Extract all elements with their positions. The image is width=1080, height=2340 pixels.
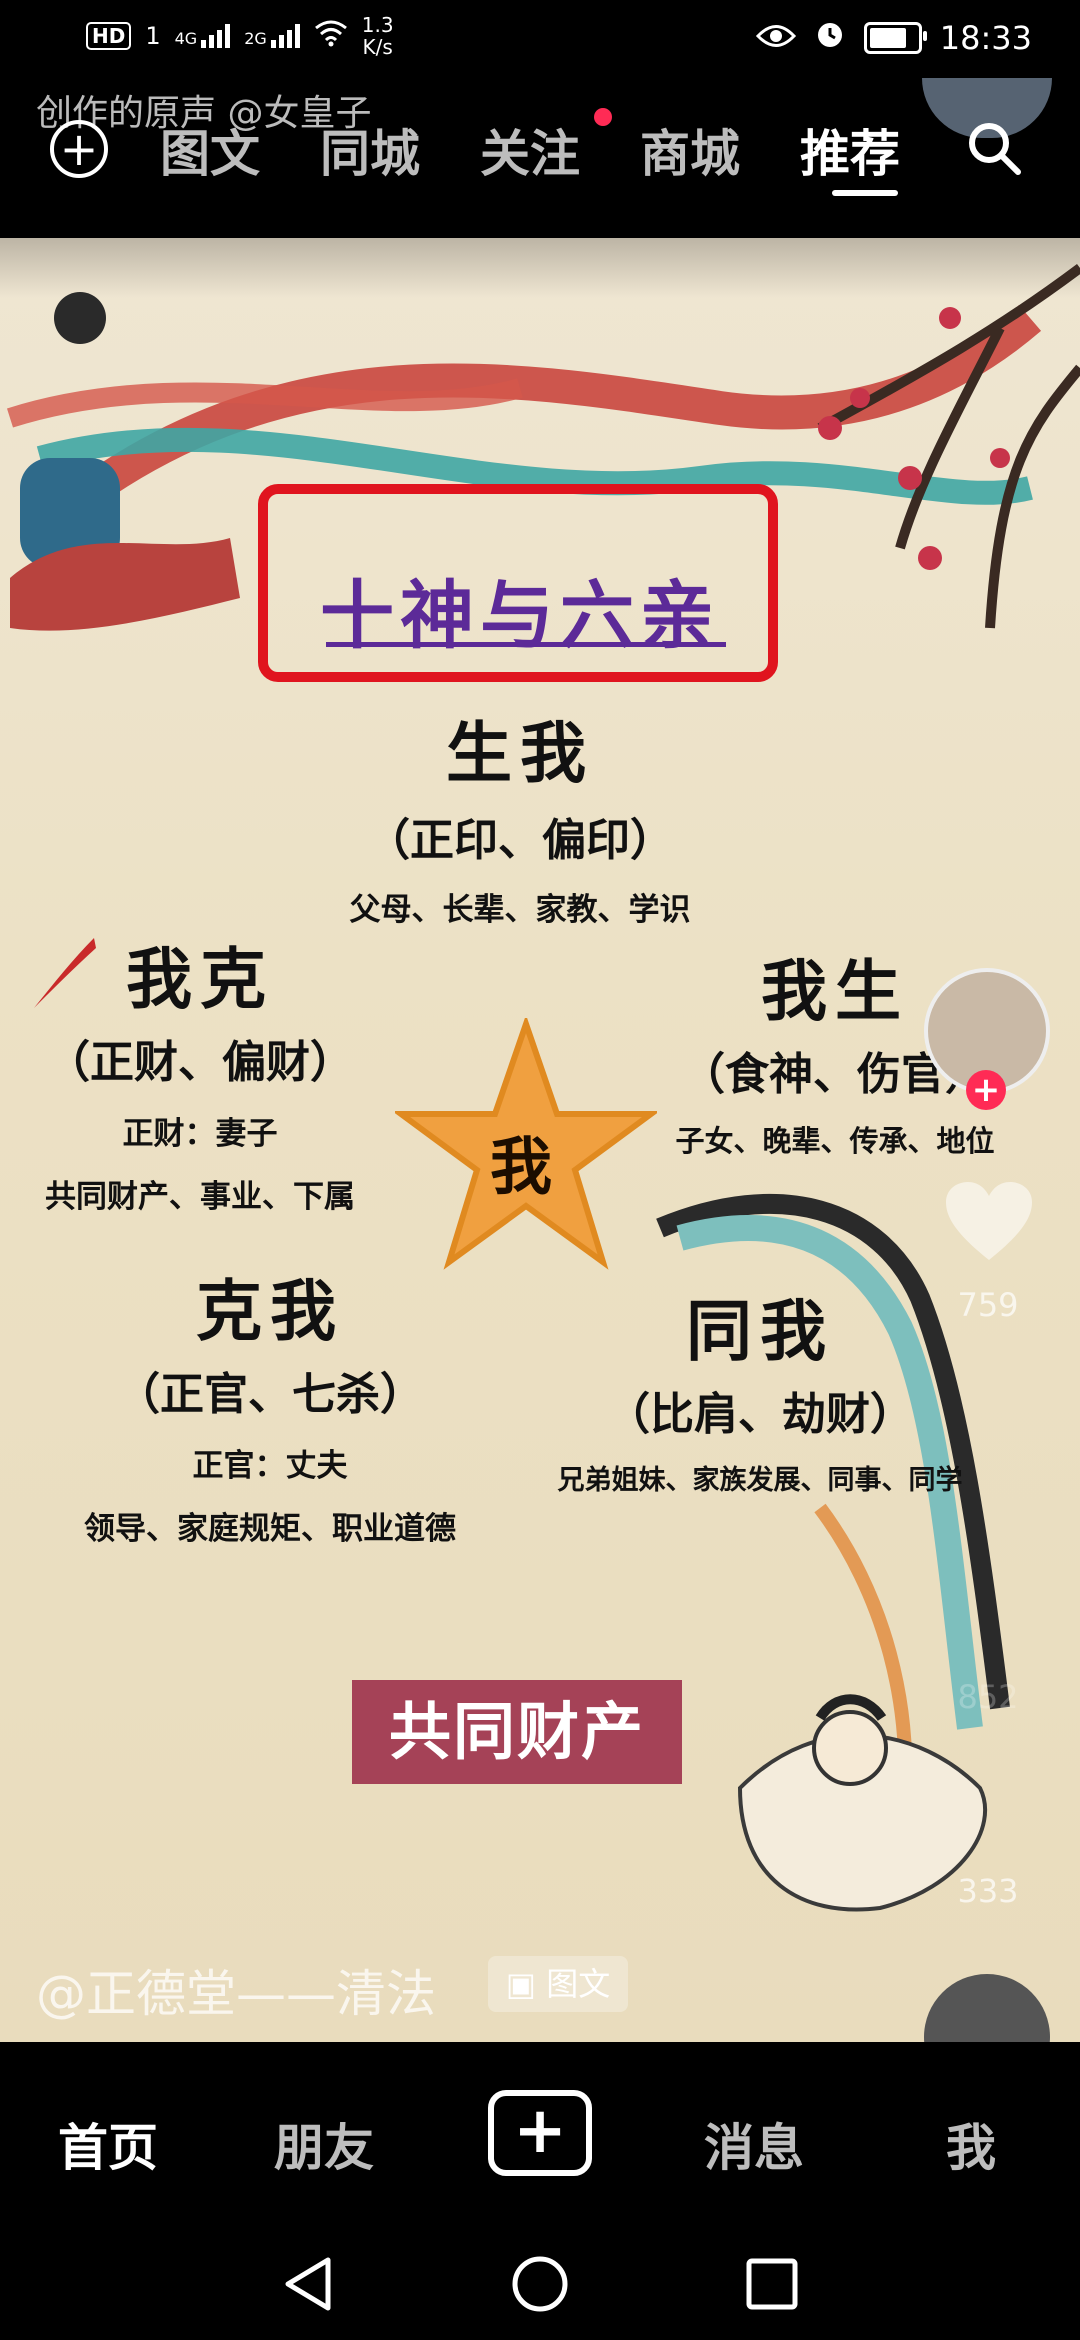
block-relations: 子女、晚辈、传承、地位 — [675, 1124, 995, 1158]
plum-blossom-branch — [817, 263, 1080, 629]
post-image[interactable]: 十神与六亲 生我 （正印、偏印） 父母、长辈、家教、学识 我克 （正财、偏财） … — [0, 238, 1080, 2042]
share-count: 333 — [957, 1872, 1019, 1910]
add-post-icon[interactable]: + — [50, 120, 108, 178]
comment-count: 852 — [957, 1678, 1019, 1716]
battery-icon — [863, 22, 927, 54]
hd-badge: HD — [86, 22, 132, 50]
sim-slot: 1 — [145, 22, 161, 50]
dancer-illustration — [656, 1193, 1010, 1912]
like-heart-icon[interactable] — [944, 1180, 1034, 1264]
block-line1: 正财：妻子 — [122, 1116, 278, 1152]
bottom-nav: 首页 朋友 + 消息 我 — [0, 2042, 1080, 2232]
tab-recommended[interactable]: 推荐 — [800, 125, 900, 183]
alarm-icon — [814, 18, 846, 58]
block-gods: （正印、偏印） — [366, 815, 674, 866]
post-type-badge: ▣ 图文 — [488, 1956, 628, 2012]
title-underline — [326, 642, 726, 647]
eye-icon — [755, 19, 796, 57]
stamp-label: 共同财产 — [352, 1680, 682, 1784]
nav-messages[interactable]: 消息 — [704, 2119, 804, 2177]
tab-mall[interactable]: 商城 — [640, 125, 740, 183]
feed-tabs: 图文 同城 关注 商城 推荐 — [160, 114, 900, 186]
status-right: 18:33 — [755, 18, 1032, 58]
block-tong-wo: 同我 （比肩、劫财） 兄弟姐妹、家族发展、同事、同学 — [530, 1278, 990, 1497]
status-left: HD 1 4G 2G 1.3 K/s — [86, 14, 394, 58]
tab-nearby[interactable]: 同城 — [320, 125, 420, 183]
block-heading: 我克 — [126, 940, 274, 1018]
network-speed: 1.3 K/s — [361, 13, 394, 59]
block-heading: 我生 — [761, 952, 909, 1030]
block-heading: 同我 — [686, 1292, 834, 1370]
block-relations: 父母、长辈、家教、学识 — [349, 892, 691, 928]
nav-friends[interactable]: 朋友 — [274, 2119, 374, 2177]
signal-4g-icon: 4G — [175, 24, 231, 48]
graphics-icon: ▣ — [505, 1965, 537, 2003]
block-gods: （正官、七杀） — [116, 1369, 424, 1420]
center-star-icon — [395, 1018, 657, 1270]
back-icon[interactable] — [280, 2254, 336, 2314]
system-nav-bar — [0, 2232, 1080, 2340]
wifi-icon — [314, 19, 348, 53]
block-ke-wo: 克我 （正官、七杀） 正官：丈夫 领导、家庭规矩、职业道德 — [60, 1258, 480, 1548]
signal-2g-icon: 2G — [244, 24, 300, 48]
block-line1: 正官：丈夫 — [192, 1448, 348, 1484]
active-tab-indicator — [832, 190, 898, 196]
create-post-button[interactable]: + — [488, 2090, 592, 2176]
center-label: 我 — [490, 1130, 553, 1203]
top-nav: 创作的原声 @女皇子 + 图文 同城 关注 商城 推荐 — [0, 78, 1080, 238]
block-gods: （比肩、劫财） — [606, 1389, 914, 1440]
follow-plus-icon[interactable]: + — [966, 1070, 1006, 1110]
recent-apps-icon[interactable] — [744, 2254, 800, 2314]
author-handle[interactable]: @正德堂——清法 — [36, 1965, 436, 2023]
block-relations: 领导、家庭规矩、职业道德 — [84, 1511, 456, 1547]
block-relations: 共同财产、事业、下属 — [45, 1179, 355, 1215]
block-wo-ke: 我克 （正财、偏财） 正财：妻子 共同财产、事业、下属 — [20, 926, 380, 1216]
status-bar: HD 1 4G 2G 1.3 K/s 18:33 — [0, 0, 1080, 78]
brush-stroke-decoration — [34, 938, 96, 1008]
tab-following[interactable]: 关注 — [480, 125, 580, 183]
like-count: 759 — [957, 1286, 1019, 1324]
block-sheng-wo: 生我 （正印、偏印） 父母、长辈、家教、学识 — [320, 700, 720, 929]
search-icon[interactable] — [964, 118, 1024, 178]
block-wo-sheng: 我生 （食神、伤官） 子女、晚辈、传承、地位 — [640, 938, 1030, 1160]
nav-me[interactable]: 我 — [946, 2119, 996, 2177]
home-circle-icon[interactable] — [510, 2254, 570, 2314]
tab-graphics[interactable]: 图文 — [160, 125, 260, 183]
block-relations: 兄弟姐妹、家族发展、同事、同学 — [557, 1465, 963, 1496]
nav-home[interactable]: 首页 — [58, 2119, 158, 2177]
notification-dot — [594, 108, 612, 126]
clock-time: 18:33 — [939, 19, 1032, 57]
mist-decoration — [0, 238, 1080, 298]
block-heading: 生我 — [446, 714, 594, 792]
title-highlight-box — [258, 484, 778, 682]
block-gods: （正财、偏财） — [46, 1037, 354, 1088]
block-heading: 克我 — [196, 1272, 344, 1350]
